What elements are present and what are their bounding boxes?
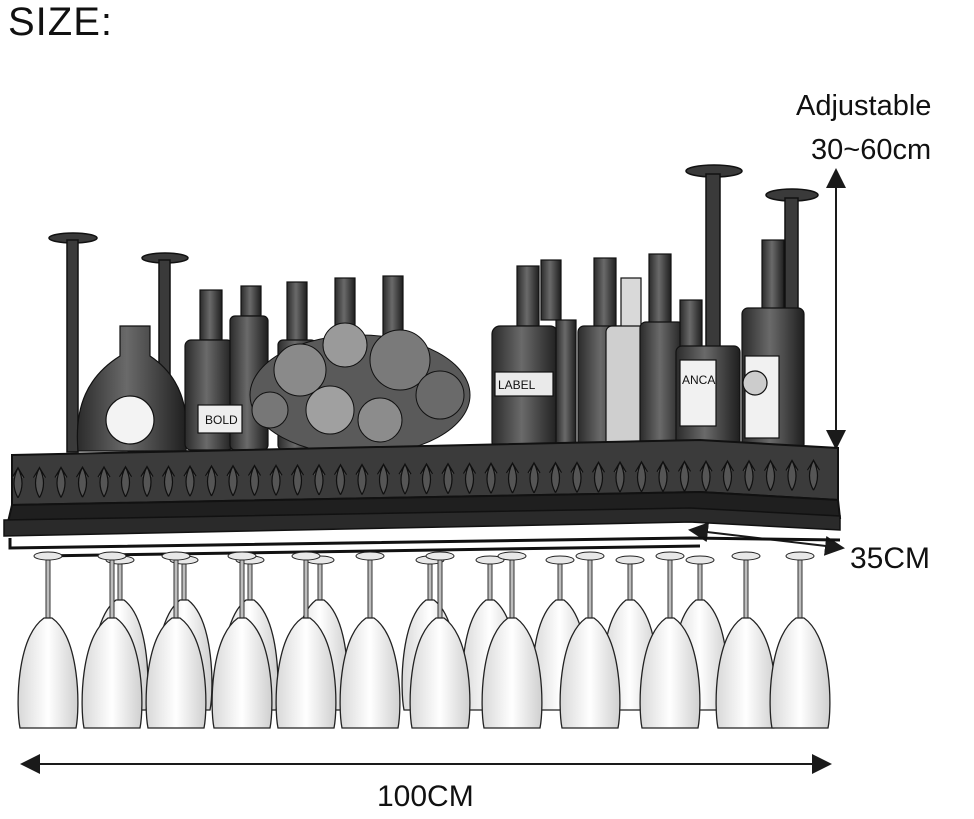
svg-text:ANCA: ANCA xyxy=(682,373,715,387)
ornament-leaf xyxy=(591,460,606,493)
wine-glass xyxy=(715,551,777,729)
ornament-leaf xyxy=(54,466,68,498)
ornament-leaf xyxy=(247,464,262,496)
bottles: BOLD LABEL ANCA xyxy=(76,239,805,452)
wine-glass xyxy=(211,551,273,729)
ornament-leaf xyxy=(613,460,627,493)
ornament-leaf xyxy=(140,465,154,497)
ornament-leaf xyxy=(11,466,25,499)
wine-glass xyxy=(639,551,701,729)
ornament-leaf xyxy=(548,461,563,493)
ornament-leaf xyxy=(527,461,541,494)
wine-glass xyxy=(769,551,831,729)
ornament-leaf xyxy=(763,459,778,491)
ornament-leaf xyxy=(505,461,520,494)
ornament-leaf xyxy=(699,459,713,492)
ornament-leaf xyxy=(183,464,197,497)
ornament-leaf xyxy=(333,463,348,496)
ornament-leaf xyxy=(290,463,305,496)
ornament-leaf xyxy=(462,462,477,494)
height-label-line2: 30~60cm xyxy=(811,134,932,166)
ornament-leaf xyxy=(570,461,584,493)
ornament-leaf xyxy=(32,466,47,498)
wine-glass xyxy=(559,551,621,729)
wine-glass xyxy=(409,551,471,729)
size-heading: SIZE: xyxy=(8,0,114,44)
ornament-leaf xyxy=(118,465,133,498)
ornament-leaf xyxy=(269,464,283,496)
wine-glass xyxy=(145,551,207,729)
wine-glass xyxy=(17,551,79,729)
ornament-leaf xyxy=(355,463,369,495)
ornament-leaf xyxy=(97,465,111,498)
svg-text:LABEL: LABEL xyxy=(498,378,536,392)
ornament-leaf xyxy=(398,462,412,495)
wine-glass xyxy=(481,551,543,729)
ornament-leaf xyxy=(226,464,240,497)
ornament-leaf xyxy=(634,460,649,493)
ornament-leaf xyxy=(441,462,455,495)
hanging-wine-glasses xyxy=(17,551,831,729)
width-label: 100CM xyxy=(377,780,474,813)
ornament-leaf xyxy=(806,458,821,491)
ornament-leaf xyxy=(656,460,670,492)
ornament-leaf xyxy=(785,459,799,491)
depth-label: 35CM xyxy=(850,542,931,575)
ornament-leaf xyxy=(312,463,326,496)
rack-ornaments xyxy=(11,458,821,499)
height-label-line1: Adjustable xyxy=(796,90,932,122)
glass-rails xyxy=(8,536,841,558)
ornament-leaf xyxy=(742,459,756,492)
ornament-leaf xyxy=(677,460,692,492)
wine-glass xyxy=(275,551,337,729)
ornament-leaf xyxy=(484,461,498,494)
svg-text:BOLD: BOLD xyxy=(205,413,238,427)
wine-glass xyxy=(81,551,143,729)
ornament-leaf xyxy=(75,465,90,498)
ornament-leaf xyxy=(419,462,434,495)
ornament-leaf xyxy=(161,465,176,497)
ornament-leaf xyxy=(720,459,735,492)
ornament-leaf xyxy=(376,462,391,495)
wine-glass xyxy=(339,551,401,729)
ornament-leaf xyxy=(204,464,219,497)
